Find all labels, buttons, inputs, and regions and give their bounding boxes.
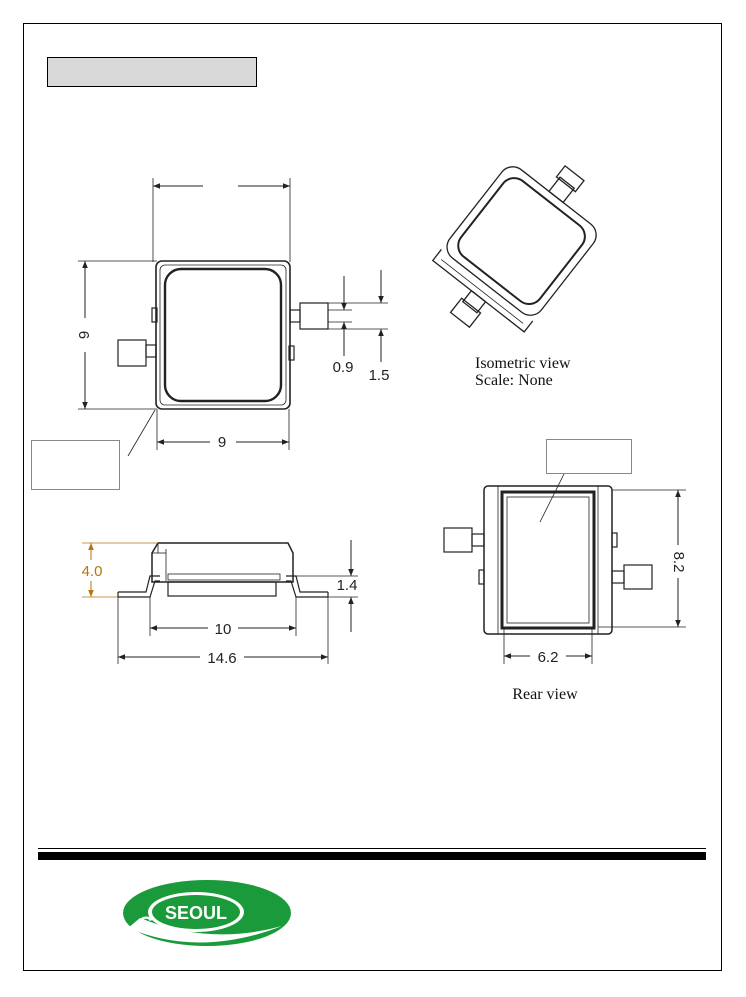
dim-lead-pitch: 1.5 bbox=[369, 367, 390, 384]
isometric-view bbox=[431, 164, 597, 333]
dim-lead-width: 0.9 bbox=[333, 359, 354, 376]
dim-rear-height: 8.2 bbox=[670, 552, 687, 573]
rear-view bbox=[443, 473, 686, 664]
side-view bbox=[82, 540, 358, 664]
side-view-base bbox=[167, 581, 277, 597]
side-view-body bbox=[151, 542, 294, 583]
callout-box-left bbox=[31, 440, 120, 490]
top-view-lens bbox=[163, 267, 283, 403]
top-view bbox=[78, 178, 388, 457]
logo-fragment: S bbox=[139, 912, 154, 937]
dim-side-height: 4.0 bbox=[82, 563, 103, 580]
callout-box-right bbox=[546, 439, 632, 474]
footer-rule-thin bbox=[38, 848, 706, 849]
rear-view-body bbox=[483, 485, 613, 635]
dim-top-width: 9 bbox=[218, 434, 226, 451]
rear-view-label: Rear view bbox=[512, 686, 578, 703]
footer-rule-thick bbox=[38, 852, 706, 860]
page-frame bbox=[23, 23, 722, 971]
seoul-logo: SEOUL S bbox=[123, 880, 291, 946]
isometric-label-line1: Isometric view bbox=[475, 355, 571, 372]
title-box bbox=[47, 57, 257, 87]
dim-side-lead-height: 1.4 bbox=[337, 577, 358, 594]
rear-view-lead-left bbox=[443, 527, 473, 553]
rear-view-pad bbox=[500, 490, 596, 630]
logo-text: SEOUL bbox=[165, 903, 227, 923]
dim-side-total-length: 14.6 bbox=[207, 650, 236, 667]
dim-side-body-length: 10 bbox=[215, 621, 232, 638]
top-view-lead-right bbox=[299, 302, 329, 330]
top-view-lead-left bbox=[117, 339, 147, 367]
top-view-body bbox=[155, 260, 291, 410]
rear-view-lead-right bbox=[623, 564, 653, 590]
dim-top-height: 9 bbox=[76, 331, 93, 339]
isometric-label-line2: Scale: None bbox=[475, 372, 553, 389]
dim-rear-width: 6.2 bbox=[538, 649, 559, 666]
